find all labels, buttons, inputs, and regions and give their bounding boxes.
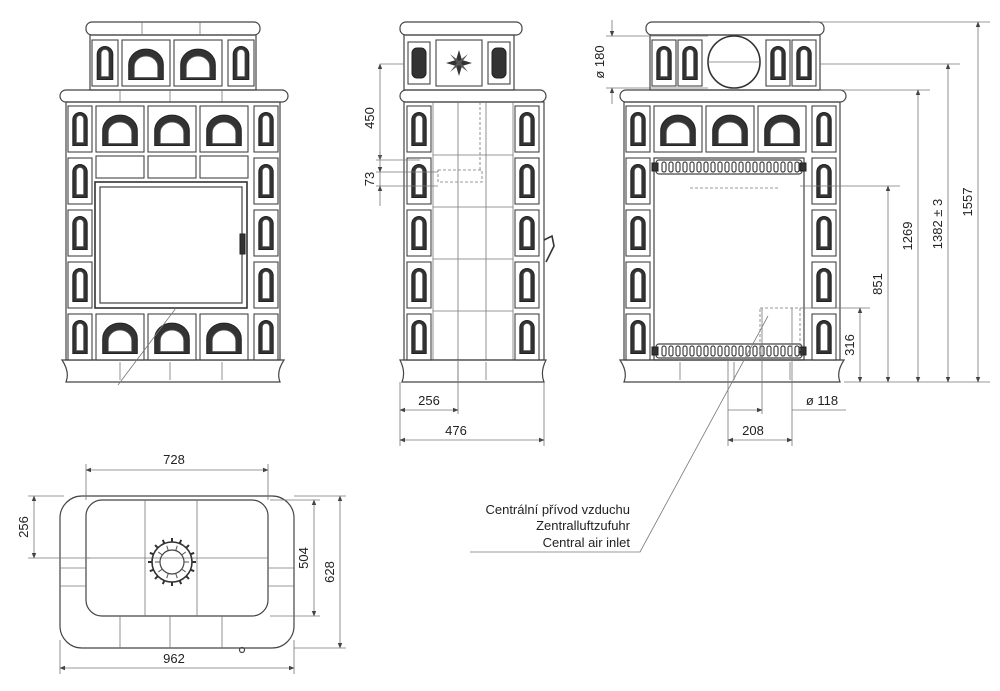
back-body	[618, 101, 846, 383]
dim-476: 476	[445, 423, 467, 438]
arch-tile	[147, 313, 197, 361]
front-crown	[59, 21, 289, 103]
arch-tile	[199, 105, 249, 153]
side-tile	[765, 39, 791, 87]
air-inlet-legend: Centrální přívod vzduchu Zentralluftzufu…	[485, 502, 630, 550]
side-tile	[67, 313, 93, 361]
side-tile	[811, 105, 837, 153]
back-crown	[619, 21, 847, 103]
side-tile	[625, 313, 651, 361]
side-tile	[253, 261, 279, 309]
side-tile	[811, 209, 837, 257]
dim-inlet-diameter: ø 118	[806, 393, 838, 408]
side-tile	[227, 39, 255, 87]
legend-line-en: Central air inlet	[543, 535, 631, 550]
dim-1269: 1269	[900, 222, 915, 251]
dim-504: 504	[296, 547, 311, 569]
dim-728: 728	[163, 452, 185, 467]
side-tile	[406, 261, 432, 309]
side-tile	[625, 105, 651, 153]
dim-450: 450	[362, 107, 377, 129]
dim-73: 73	[362, 172, 377, 186]
side-tile	[253, 157, 279, 205]
side-tile	[791, 39, 817, 87]
side-tile	[91, 39, 119, 87]
plan-view	[59, 495, 295, 654]
arch-tile	[757, 105, 807, 153]
side-tile	[514, 157, 540, 205]
legend-line-cs: Centrální přívod vzduchu	[485, 502, 630, 517]
side-tile	[811, 313, 837, 361]
side-tile	[406, 157, 432, 205]
side-tile	[406, 105, 432, 153]
arch-tile	[173, 39, 223, 87]
side-tile	[625, 209, 651, 257]
back-view	[618, 21, 847, 383]
dimension-lines	[28, 20, 990, 674]
side-body	[399, 101, 555, 383]
arch-tile	[95, 313, 145, 361]
side-tile	[677, 39, 703, 87]
side-tile	[253, 209, 279, 257]
side-tile	[514, 261, 540, 309]
flue-opening-icon	[148, 538, 196, 586]
side-tile	[651, 39, 677, 87]
arch-tile	[199, 313, 249, 361]
side-crown	[399, 21, 547, 103]
star-ornament-icon	[446, 50, 472, 76]
side-tile	[811, 261, 837, 309]
arch-tile	[95, 105, 145, 153]
dim-1382: 1382 ± 3	[930, 199, 945, 250]
fire-door	[94, 181, 248, 309]
arch-tile	[121, 39, 171, 87]
side-tile	[67, 209, 93, 257]
dim-962: 962	[163, 651, 185, 666]
dim-208: 208	[742, 423, 764, 438]
side-tile	[67, 261, 93, 309]
front-view	[59, 21, 289, 386]
side-tile	[514, 209, 540, 257]
vent-grille-bottom	[651, 343, 807, 359]
dim-plan-256: 256	[16, 516, 31, 538]
side-tile	[253, 105, 279, 153]
dim-flue-diameter: ø 180	[592, 45, 607, 78]
side-tile	[67, 157, 93, 205]
dim-628: 628	[322, 561, 337, 583]
vent-grille-top	[651, 159, 807, 175]
side-tile	[625, 157, 651, 205]
side-view	[399, 21, 555, 383]
dim-side-256: 256	[418, 393, 440, 408]
dim-316: 316	[842, 334, 857, 356]
dim-851: 851	[870, 273, 885, 295]
dim-1557: 1557	[960, 188, 975, 217]
arch-tile	[653, 105, 703, 153]
side-tile	[406, 209, 432, 257]
side-tile	[253, 313, 279, 361]
dimension-labels: 1557 1382 ± 3 1269 851 316 ø 180 450 73 …	[16, 45, 975, 666]
side-tile	[406, 313, 432, 361]
legend-line-de: Zentralluftzufuhr	[536, 518, 631, 533]
side-tile	[625, 261, 651, 309]
side-tile	[514, 105, 540, 153]
arch-tile	[705, 105, 755, 153]
arch-tile	[147, 105, 197, 153]
front-body	[60, 101, 286, 386]
side-tile	[811, 157, 837, 205]
side-tile	[514, 313, 540, 361]
side-tile	[67, 105, 93, 153]
